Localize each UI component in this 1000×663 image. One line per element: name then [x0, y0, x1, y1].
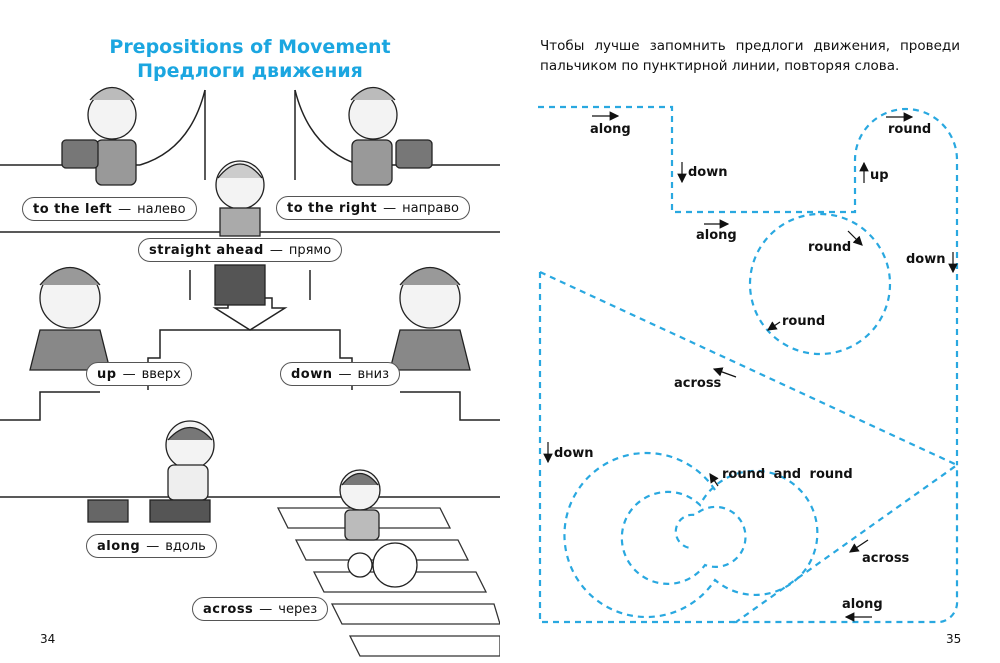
direction-arrows [543, 111, 958, 622]
page-number-right: 35 [946, 632, 962, 646]
label-to-the-left: to the left—налево [22, 197, 197, 221]
word-round: round [888, 122, 932, 137]
arrow-down-icon [212, 297, 288, 331]
label-to-the-right: to the right—направо [276, 196, 470, 220]
label-up: up—вверх [86, 362, 192, 386]
cartoon-figures [29, 86, 471, 588]
page-number-left: 34 [40, 632, 56, 646]
label-across: across—через [192, 597, 329, 621]
word-down: down [906, 252, 946, 267]
title-russian: Предлоги движения [137, 60, 363, 82]
word-round-and-round: round and round [722, 467, 853, 482]
left-page: Prepositions of Movement Предлоги движен… [0, 36, 500, 657]
label-along: along—вдоль [86, 534, 217, 558]
word-across: across [862, 551, 910, 566]
word-down: down [554, 446, 594, 461]
left-page-illustration [0, 86, 500, 657]
word-along: along [842, 597, 883, 612]
instruction-text: Чтобы лучше запомнить предлоги движения,… [540, 38, 960, 74]
word-round: round [782, 314, 826, 329]
label-straight-ahead: straight ahead—прямо [138, 238, 343, 262]
word-up: up [870, 168, 889, 183]
word-across: across [674, 376, 722, 391]
word-along: along [590, 122, 631, 137]
right-page: Чтобы лучше запомнить предлоги движения,… [500, 0, 1000, 663]
dashed-tracing-path [538, 105, 960, 624]
label-down: down—вниз [280, 362, 401, 386]
word-down: down [688, 165, 728, 180]
word-along: along [696, 228, 737, 243]
title-english: Prepositions of Movement [109, 36, 391, 58]
word-round: round [808, 240, 852, 255]
